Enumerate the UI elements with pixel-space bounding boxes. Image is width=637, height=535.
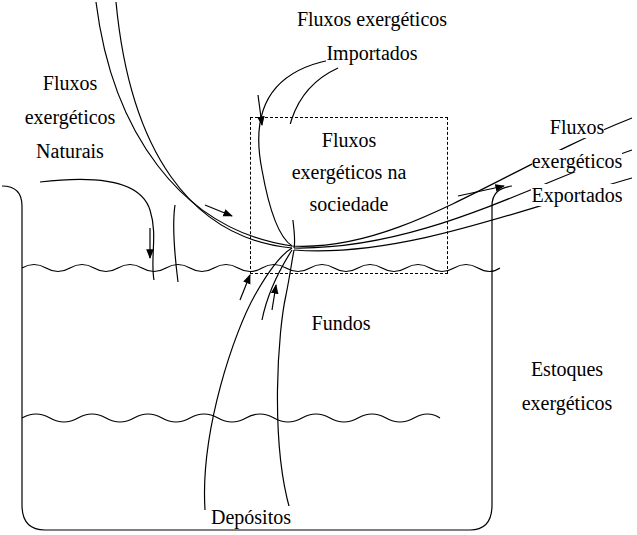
- flow-label: Fluxos exergéticos Naturais: [8, 66, 132, 168]
- natural-flow: [96, 2, 632, 246]
- flow-arrow: [258, 95, 262, 125]
- society-box: Fluxos exergéticos na sociedade: [250, 117, 448, 274]
- flow-label: Fluxos exergéticos Importados: [262, 2, 482, 70]
- stock-label: Estoques exergéticos: [500, 352, 634, 420]
- flow-label: Fundos: [296, 306, 386, 340]
- flow-label: Fluxos exergéticos Exportados: [521, 110, 633, 212]
- natural-flow: [116, 2, 292, 248]
- flow-arrow: [205, 205, 232, 216]
- natural-flow: [40, 179, 154, 280]
- flow-arrow: [149, 228, 150, 258]
- natural-flow: [174, 205, 178, 282]
- flow-arrow: [240, 275, 250, 300]
- node-text: Fluxos exergéticos na sociedade: [283, 124, 415, 220]
- surface-line: [22, 265, 500, 272]
- fund-flow: [205, 248, 292, 510]
- fund-flow: [262, 250, 292, 320]
- label-text: Fluxos exergéticos Naturais: [25, 72, 116, 162]
- flow-label: Depósitos: [196, 500, 306, 534]
- label-text: Fundos: [312, 312, 371, 334]
- label-text: Fluxos exergéticos Exportados: [531, 116, 622, 206]
- fund-flow: [277, 250, 294, 510]
- label-text: Fluxos exergéticos Importados: [297, 8, 447, 64]
- flow-arrow: [272, 285, 276, 310]
- flow-arrow: [458, 186, 504, 196]
- label-text: Estoques exergéticos: [522, 358, 613, 414]
- deposit-line: [22, 414, 440, 422]
- label-text: Depósitos: [211, 506, 291, 528]
